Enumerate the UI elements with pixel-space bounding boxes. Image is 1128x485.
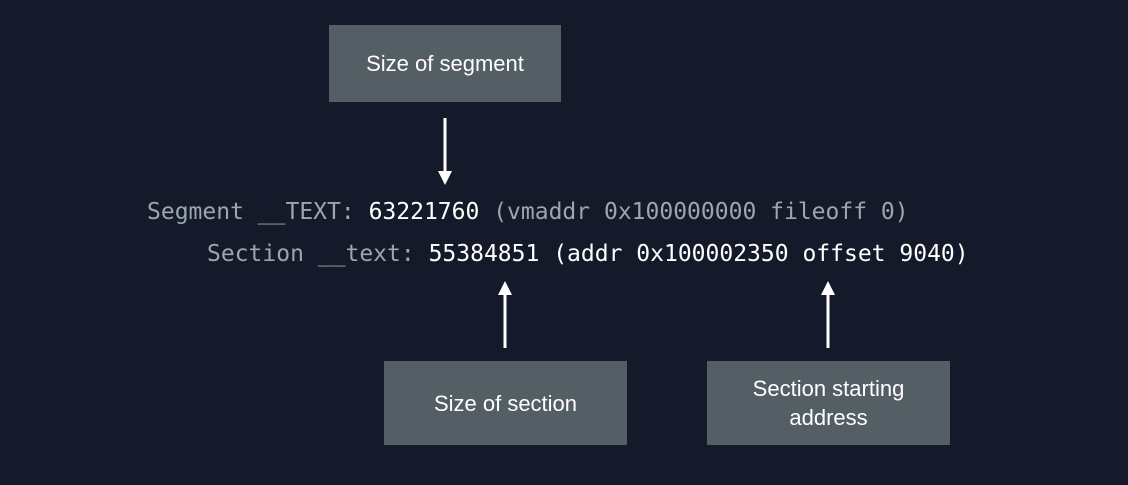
arrow-up-section-size	[498, 281, 512, 348]
section-details: (addr 0x100002350 offset 9040)	[539, 241, 969, 267]
section-starting-address-label: Section starting address	[707, 361, 950, 445]
segment-prefix: Segment __TEXT:	[147, 199, 369, 225]
segment-size-value: 63221760	[368, 199, 480, 225]
arrow-up-section-address	[821, 281, 835, 348]
size-of-section-label: Size of section	[384, 361, 627, 445]
section-size-value: 55384851	[428, 241, 540, 267]
segment-suffix: (vmaddr 0x100000000 fileoff 0)	[479, 199, 909, 225]
segment-line: Segment __TEXT: 63221760 (vmaddr 0x10000…	[147, 197, 909, 227]
section-starting-address-text: Section starting address	[752, 376, 905, 430]
size-of-segment-text: Size of segment	[366, 51, 524, 76]
size-of-section-text: Size of section	[433, 390, 578, 416]
section-line: Section __text: 55384851 (addr 0x1000023…	[207, 239, 969, 269]
arrow-down-segment	[438, 118, 452, 185]
section-prefix: Section __text:	[207, 241, 429, 267]
size-of-segment-label: Size of segment	[329, 25, 561, 102]
